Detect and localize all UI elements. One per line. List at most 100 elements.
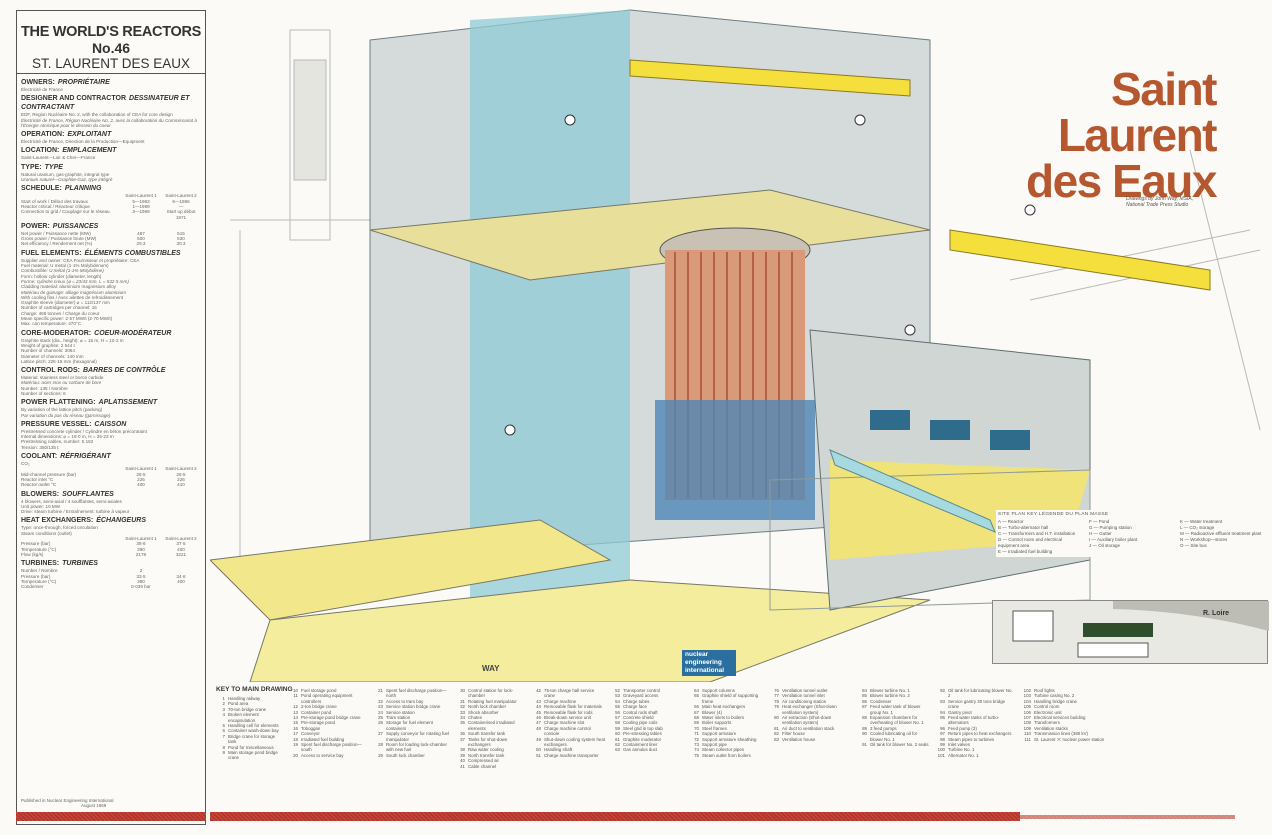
key-number: 95 bbox=[940, 715, 945, 721]
key-number: 69 bbox=[694, 720, 699, 726]
key-number: 19 bbox=[293, 742, 298, 748]
key-label: Cable channel bbox=[468, 763, 497, 769]
site-key-label: Reactor bbox=[1007, 519, 1024, 524]
site-key-label: Pond bbox=[1098, 519, 1110, 524]
key-label: Steel grid in top slab bbox=[623, 725, 663, 731]
key-label: Charge machine transporter bbox=[544, 752, 599, 758]
spec-row: Connection to grid / Couplage sur le rés… bbox=[21, 209, 201, 220]
key-number: 8 bbox=[222, 744, 225, 750]
key-label: Transmission lines (380 kV) bbox=[1034, 731, 1089, 737]
key-label: Steam collector pipes bbox=[702, 747, 744, 753]
key-number: 14 bbox=[293, 715, 298, 721]
spec-cell: 226 bbox=[177, 476, 185, 482]
key-number: 81 bbox=[774, 725, 779, 731]
section-heading: OWNERS:PROPRIÉTAIRE bbox=[21, 78, 201, 87]
logo-line-3: international bbox=[685, 667, 725, 674]
key-label: Compressed air bbox=[468, 758, 499, 764]
key-number: 93 bbox=[940, 698, 945, 704]
key-label: Service gantry 30 tons bridge crane bbox=[948, 698, 1006, 710]
spec-cell: Connection to grid / Couplage sur le rés… bbox=[21, 209, 110, 215]
key-number: 67 bbox=[694, 709, 699, 715]
key-label: Graphite shield of supporting frame bbox=[702, 693, 759, 704]
spec-line: Lattice pitch: 225·15 mm (hexagonal) bbox=[21, 358, 97, 364]
site-key-item: C — Transformers and H.T. installation bbox=[998, 531, 1076, 536]
spec-cell: 28·5 bbox=[136, 471, 146, 477]
section-heading-fr: SOUFFLANTES bbox=[62, 490, 114, 498]
key-label: South lock chamber bbox=[386, 752, 425, 758]
spec-cell: Saint-Laurent 2 bbox=[165, 536, 197, 542]
spec-cell: Saint-Laurent 1 bbox=[125, 193, 157, 199]
key-label: Storage for fuel element containers bbox=[386, 720, 433, 731]
key-label: Roof lights bbox=[1034, 688, 1055, 693]
spec-cell: Saint-Laurent 2 bbox=[165, 193, 197, 199]
logo-line-1: nuclear bbox=[685, 651, 709, 658]
key-number: 15 bbox=[293, 720, 298, 726]
key-number: 6 bbox=[222, 728, 225, 734]
key-label: Steam pipes to turbines bbox=[948, 736, 995, 742]
spec-line: Matériau: acier inox ou carbure de bore bbox=[21, 380, 102, 386]
spec-cell: 37·5 bbox=[176, 541, 186, 547]
spec-cell: Saint-Laurent 1 bbox=[125, 536, 157, 542]
key-number: 68 bbox=[694, 715, 699, 721]
key-number: 22 bbox=[378, 698, 383, 704]
key-label: Tram station bbox=[386, 715, 411, 721]
section-heading-en: POWER: bbox=[21, 222, 50, 230]
key-number: 62 bbox=[615, 742, 620, 748]
heat-exchangers bbox=[655, 400, 815, 520]
key-label: Steel frames bbox=[702, 725, 727, 731]
key-number: 66 bbox=[694, 704, 699, 710]
section-heading-fr: ÉCHANGEURS bbox=[96, 517, 147, 525]
key-label: Break-down service unit bbox=[544, 715, 591, 721]
section-heading-fr: PUISSANCES bbox=[52, 222, 99, 230]
spec-cell: Start of work / Début des travaux bbox=[21, 198, 88, 204]
key-label: Container wash-down bay bbox=[228, 728, 279, 734]
key-label: Tanks for shut-down exchangers bbox=[468, 736, 508, 748]
spec-cell: 34·8 bbox=[176, 573, 186, 579]
key-number: 99 bbox=[940, 742, 945, 748]
key-number: 105 bbox=[1023, 704, 1031, 710]
key-label: 75-ton charge hall service crane bbox=[544, 688, 595, 699]
key-label: Air extraction (Shut-down ventilation sy… bbox=[782, 715, 832, 726]
section-heading-en: LOCATION: bbox=[21, 147, 60, 155]
key-number: 63 bbox=[615, 747, 620, 753]
spec-line: Internal dimensions: ⌀ = 19·0 m, H = 35·… bbox=[21, 434, 114, 440]
spec-cell: 5—1963 bbox=[132, 198, 150, 204]
key-label: Broken element encapsulation bbox=[228, 712, 259, 723]
site-plan-map: R. Loire bbox=[992, 600, 1269, 664]
spec-line: Number of sections: 6 bbox=[21, 390, 66, 396]
site-key-letter: G bbox=[1089, 525, 1093, 530]
key-label: Support armature bbox=[702, 731, 737, 737]
key-label: 2-ton bridge crane bbox=[301, 704, 337, 710]
spec-cell: 400 bbox=[177, 578, 185, 584]
site-key-item: M — Radioactive effluent treatment plant bbox=[1180, 531, 1262, 536]
key-label: Expansion chambers for overheating of bl… bbox=[870, 715, 924, 726]
key-number: 38 bbox=[460, 747, 465, 753]
spec-line: Mean specific power: 2·57 MW/t (2·70 MW/… bbox=[21, 316, 113, 322]
site-key-label: Oil storage bbox=[1098, 543, 1121, 548]
